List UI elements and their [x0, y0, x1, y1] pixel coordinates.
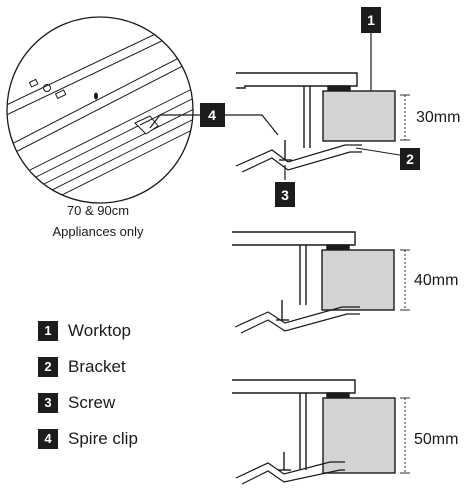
bracket-30mm [235, 144, 362, 173]
worktop-50mm [322, 397, 396, 474]
worktop-40mm [321, 249, 395, 311]
spacer-block [326, 244, 350, 251]
legend-label: Bracket [68, 356, 126, 376]
spacer-block [327, 85, 351, 92]
legend-item-worktop: 1 Worktop [38, 318, 138, 343]
legend-label: Screw [68, 392, 116, 412]
legend-item-screw: 3 Screw [38, 390, 138, 415]
callout-spire-clip: 4 [200, 103, 225, 127]
cabinet-top-panel [236, 72, 358, 89]
cabinet-top-panel [232, 231, 356, 246]
cabinet-top-panel [232, 379, 356, 394]
spacer-block [326, 392, 350, 399]
callout-worktop-number: 1 [367, 12, 375, 28]
inset-caption-line1: 70 & 90cm [67, 203, 129, 218]
bracket-40mm [234, 306, 360, 334]
legend-item-spire-clip: 4 Spire clip [38, 426, 138, 451]
legend-item-bracket: 2 Bracket [38, 354, 138, 379]
callout-bracket-number: 2 [406, 151, 414, 167]
callout-worktop: 1 [361, 7, 381, 91]
callout-bracket: 2 [400, 148, 420, 170]
inset-detail [6, 16, 194, 204]
worktop-30mm [322, 90, 396, 142]
callout-screw-number: 3 [281, 187, 289, 203]
legend-label: Spire clip [68, 428, 138, 448]
section-40mm [232, 231, 410, 334]
legend-number-badge: 4 [38, 428, 58, 449]
dimension-label-50mm: 50mm [414, 431, 458, 448]
inset-caption-line2: Appliances only [52, 224, 144, 239]
callout-spire-clip-number: 4 [208, 107, 216, 123]
spire-clip-leader-line [149, 114, 200, 129]
legend-number-badge: 3 [38, 392, 58, 413]
legend-label: Worktop [68, 320, 131, 340]
bracket-50mm [235, 461, 345, 485]
spire-clip-leader-line-2 [225, 114, 279, 136]
callout-screw: 3 [275, 182, 295, 207]
parts-legend: 1 Worktop 2 Bracket 3 Screw 4 Spire clip [38, 318, 138, 462]
legend-number-badge: 2 [38, 356, 58, 377]
dimension-label-30mm: 30mm [416, 109, 460, 126]
section-30mm [235, 72, 413, 173]
section-50mm [232, 379, 410, 485]
legend-number-badge: 1 [38, 320, 58, 341]
dimension-label-40mm: 40mm [414, 272, 458, 289]
